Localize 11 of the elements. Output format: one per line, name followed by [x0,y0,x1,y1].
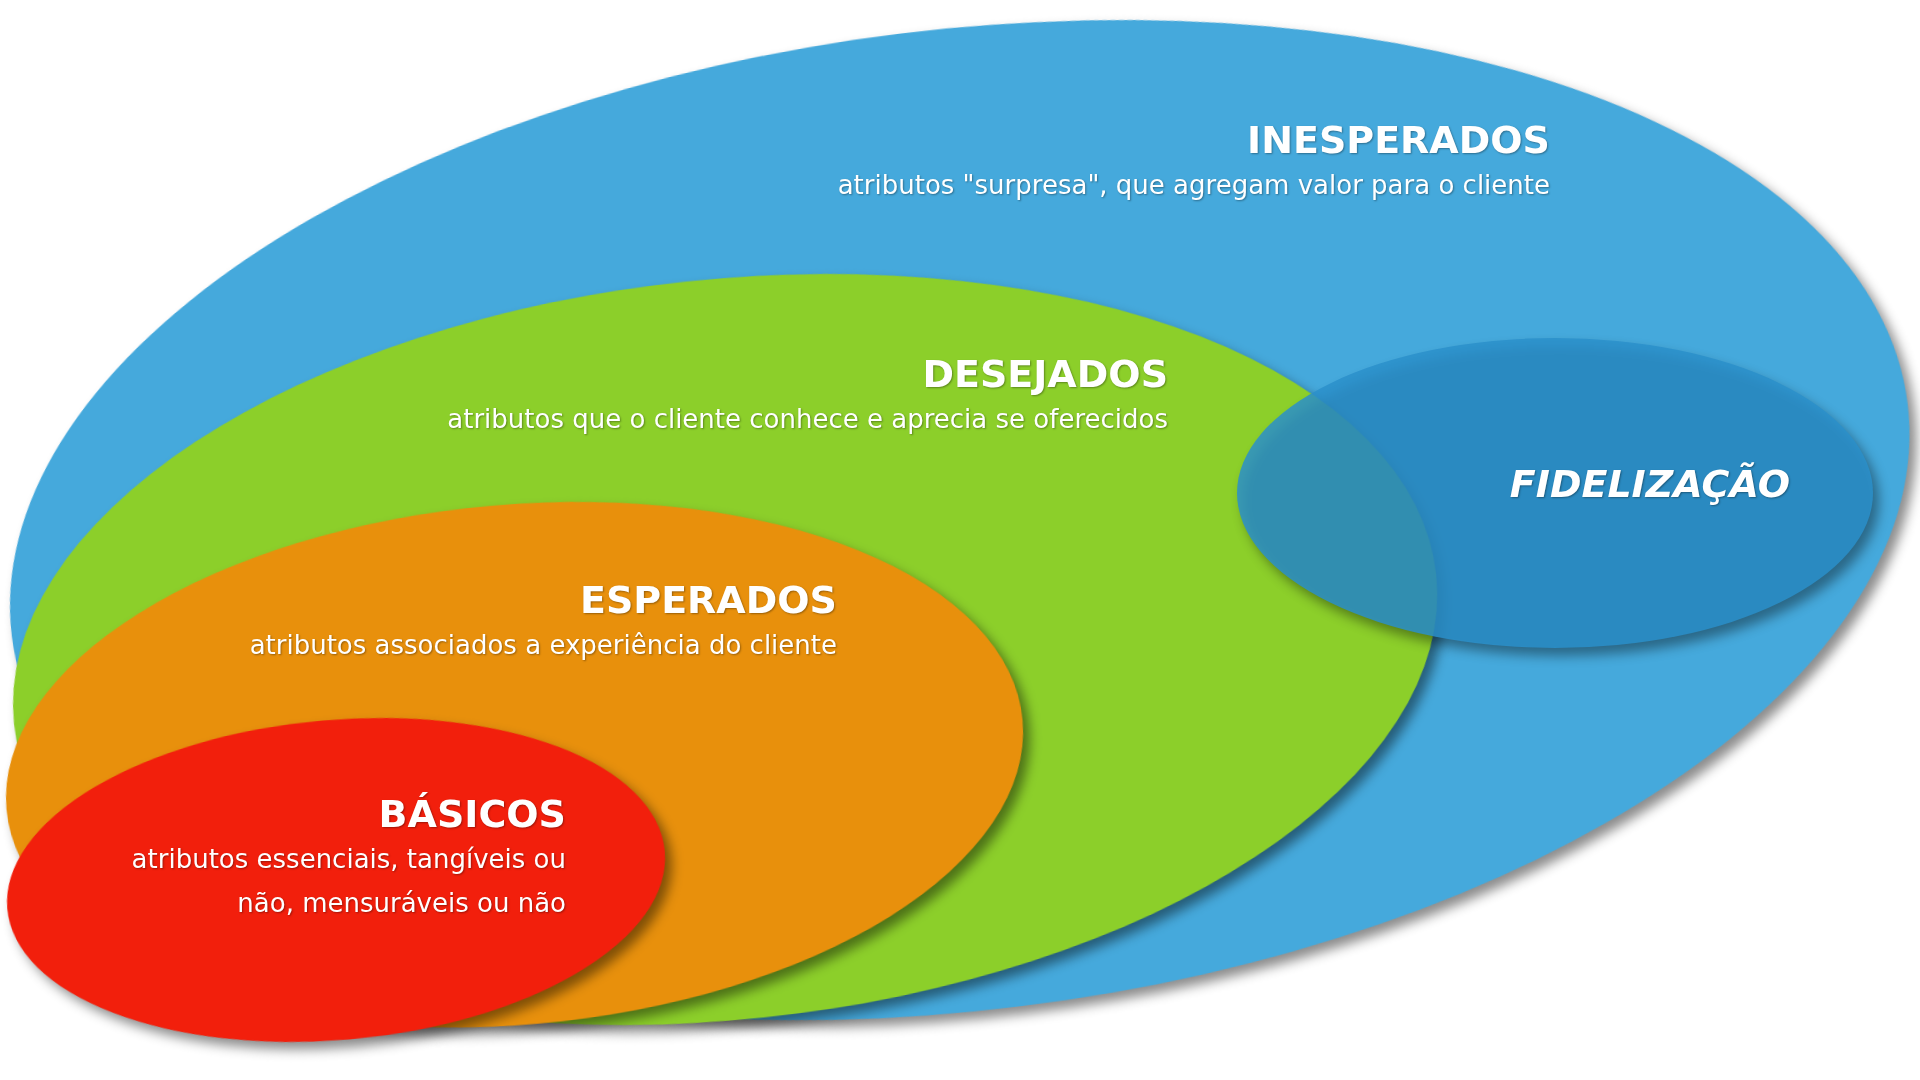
region-description: atributos essenciais, tangíveis ou não, mensuráveis ou não [130,842,566,920]
region-title: INESPERADOS [1247,117,1550,163]
ellipse-region [6,718,666,1042]
region-title: DESEJADOS [922,350,1168,397]
region-title: FIDELIZAÇÃO [1509,461,1790,507]
ellipse-region [1237,338,1873,648]
region-title: ESPERADOS [579,576,837,623]
region-description: atributos que o cliente conhece e aprecia se oferecidos [447,402,1168,436]
region-description: atributos associados a experiência do cliente [249,628,837,662]
region-title: BÁSICOS [378,790,566,837]
region-description: atributos "surpresa", que agregam valor para o cliente [837,169,1550,202]
